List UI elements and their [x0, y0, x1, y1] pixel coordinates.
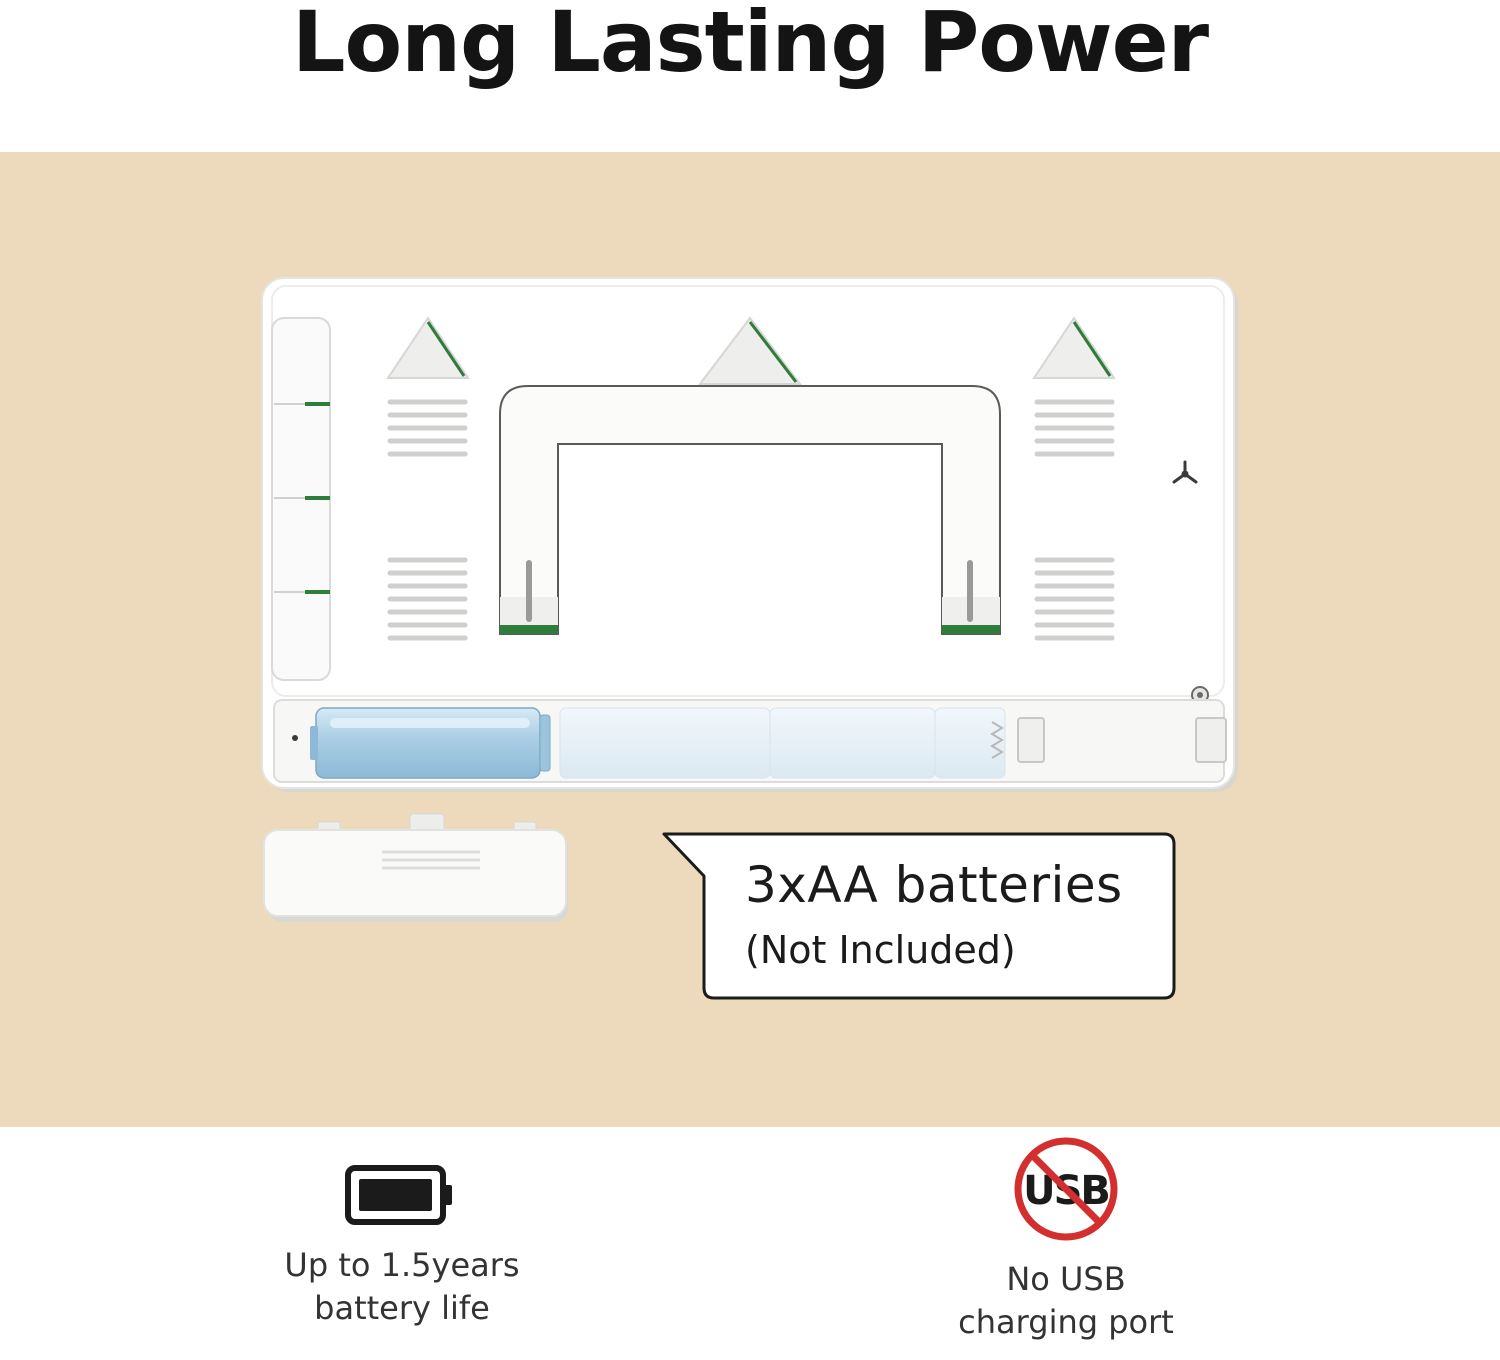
vent-grille-bottom-left	[387, 557, 468, 641]
battery-cover	[263, 813, 568, 922]
kickstand	[499, 385, 1001, 635]
hanging-hole-right-icon	[1032, 316, 1116, 379]
battery-compartment	[273, 699, 1227, 783]
device-back-illustration	[261, 277, 1238, 1000]
no-usb-icon: USB	[1014, 1137, 1118, 1241]
vent-grille-top-right	[1034, 399, 1115, 457]
feature-usb-label: No USB charging port	[958, 1260, 1174, 1341]
battery-icon	[345, 1165, 452, 1225]
feature-no-usb: USB No USB charging port	[866, 1137, 1266, 1344]
feature-battery-label: Up to 1.5years battery life	[284, 1246, 520, 1327]
page-title: Long Lasting Power	[291, 0, 1209, 91]
side-buttons	[271, 317, 331, 681]
sensor-fan-icon	[1172, 460, 1198, 484]
callout-sub-text: (Not Included)	[745, 928, 1016, 972]
feature-battery-life: Up to 1.5years battery life	[202, 1150, 602, 1330]
aa-battery-icon	[310, 707, 551, 779]
vent-grille-top-left	[387, 399, 468, 457]
vent-grille-bottom-right	[1034, 557, 1115, 641]
hanging-hole-left-icon	[386, 316, 470, 379]
hanging-hole-center-icon	[697, 316, 803, 385]
callout-bubble	[662, 832, 1176, 1000]
product-hero: 3xAA batteries (Not Included)	[0, 152, 1500, 1127]
callout-main-text: 3xAA batteries	[745, 856, 1123, 914]
